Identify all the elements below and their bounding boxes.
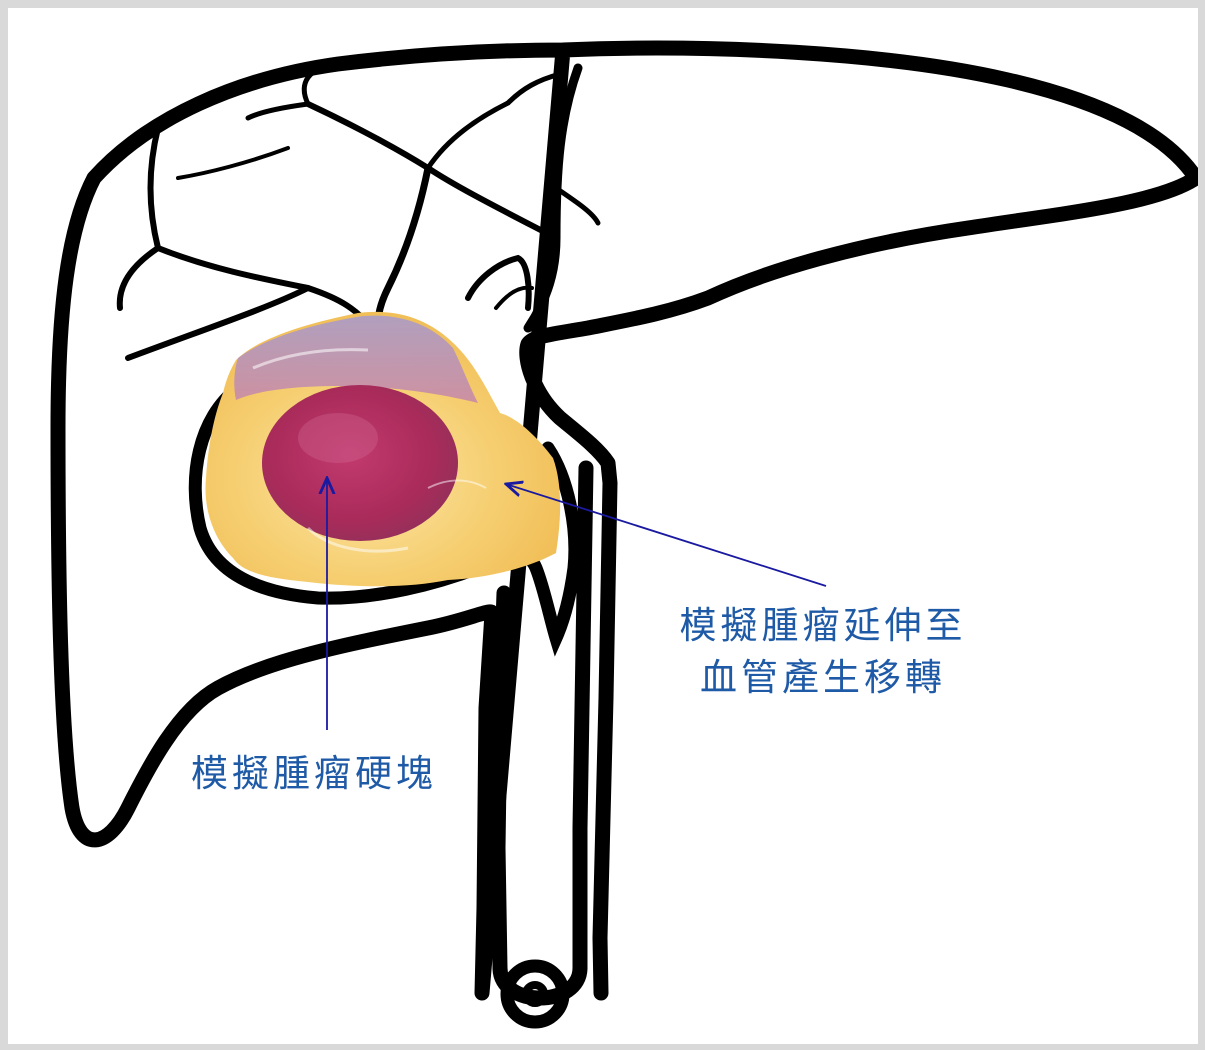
tumor-mass-icon (205, 312, 560, 586)
tumor-extension-label-line2: 血管產生移轉 (658, 652, 988, 704)
tumor-extension-label: 模擬腫瘤延伸至 血管產生移轉 (658, 600, 988, 704)
liver-inner-curve (543, 338, 848, 443)
diagram-slide: 模擬腫瘤延伸至 血管產生移轉 模擬腫瘤硬塊 (8, 8, 1198, 1044)
vessel-tube-left (498, 593, 504, 968)
liver-diagram (8, 8, 1198, 1044)
tumor-mass-label: 模擬腫瘤硬塊 (191, 748, 437, 800)
tumor-extension-label-line1: 模擬腫瘤延伸至 (658, 600, 988, 652)
